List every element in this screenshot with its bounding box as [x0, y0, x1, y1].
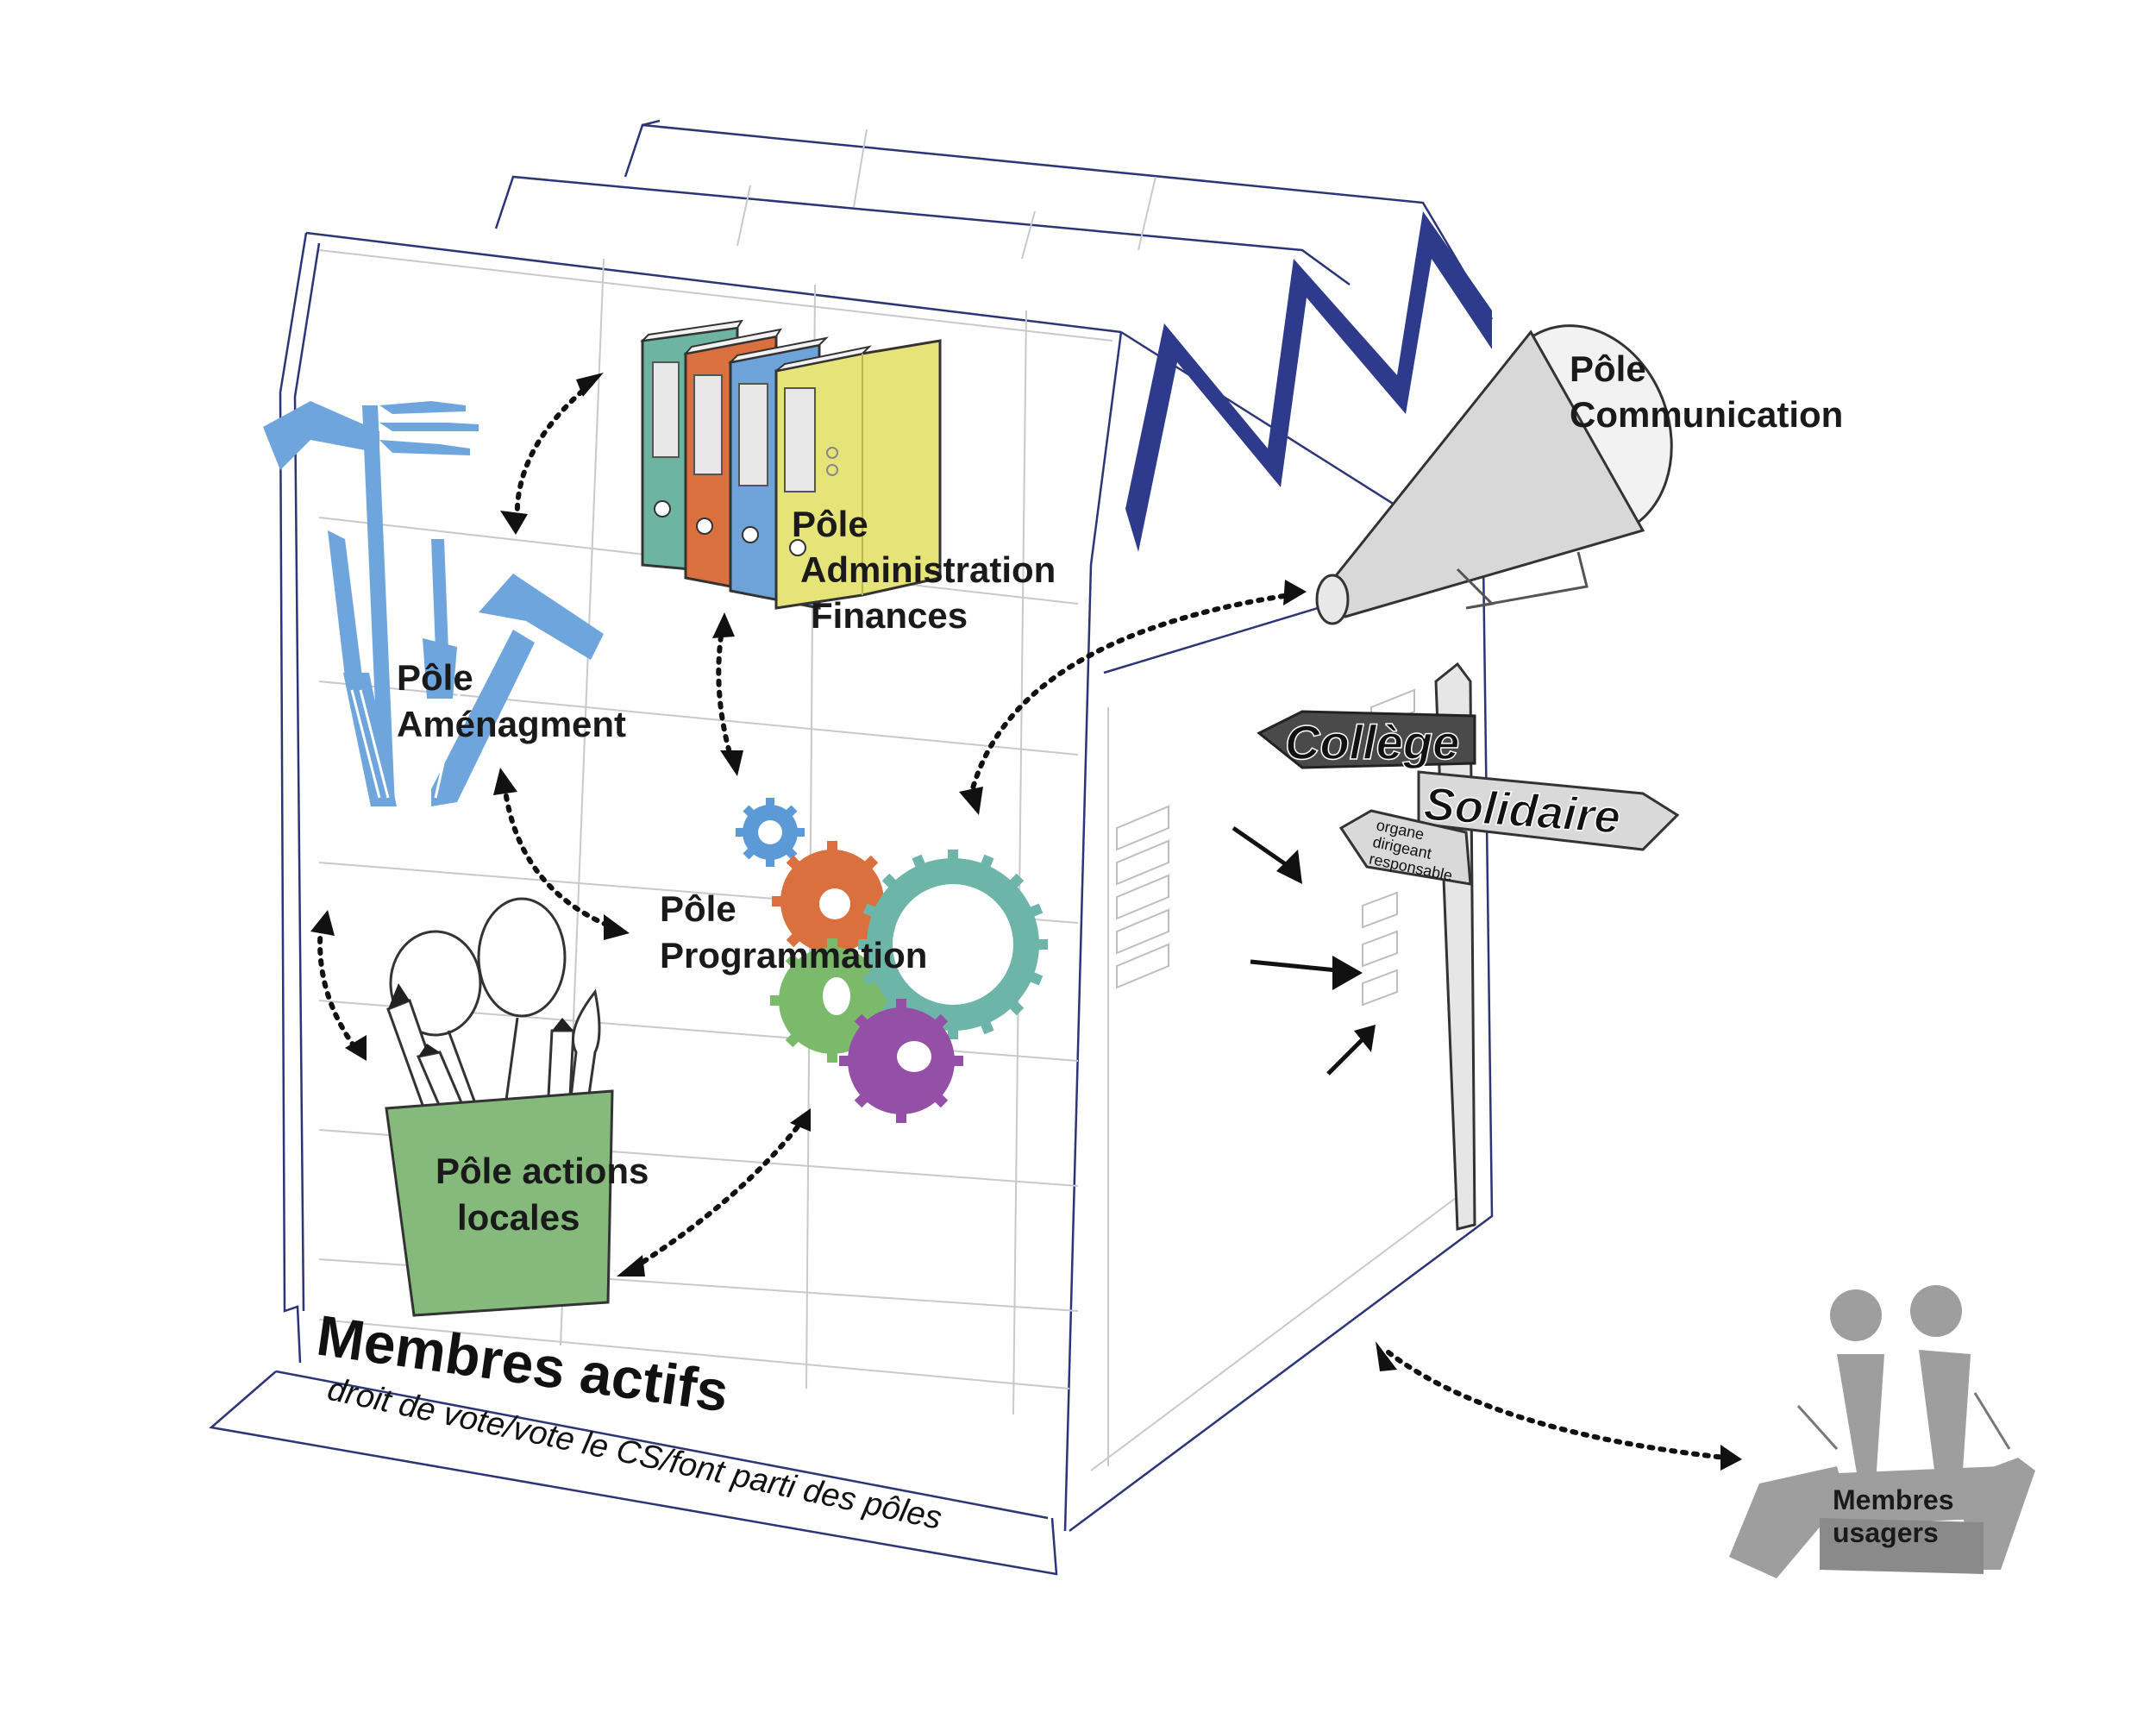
tools-icon-lines	[350, 663, 467, 799]
bottom-tray	[209, 1370, 1058, 1576]
label-communication-line1: Pôle	[1570, 348, 1646, 389]
roof-zigzag	[1125, 211, 1492, 552]
binders-icon	[640, 319, 942, 610]
label-admin-line2: Administration	[800, 549, 1056, 590]
label-admin-line3: Finances	[811, 595, 968, 636]
label-actions-locales-line2: locales	[457, 1197, 580, 1238]
label-amenagement: Pôle Aménagment	[397, 657, 626, 744]
solid-arrows	[1232, 825, 1376, 1076]
label-actions-locales-line1: Pôle actions	[436, 1151, 649, 1191]
label-membres-usagers-line2: usagers	[1833, 1517, 1939, 1548]
label-actions-locales: Pôle actions locales	[436, 1151, 659, 1238]
label-membres-usagers: Membres usagers	[1833, 1484, 1961, 1548]
people-icon	[1729, 1285, 2035, 1578]
label-programmation: Pôle Programmation	[660, 888, 927, 975]
label-communication-line2: Communication	[1570, 394, 1843, 435]
label-amenagement-line2: Aménagment	[397, 704, 626, 744]
megaphone-icon	[1315, 324, 1673, 625]
signpost-icon	[1257, 662, 1680, 1231]
label-programmation-line1: Pôle	[660, 888, 736, 929]
label-admin-line1: Pôle	[792, 504, 868, 544]
label-programmation-line2: Programmation	[660, 935, 927, 975]
label-amenagement-line1: Pôle	[397, 657, 473, 698]
gears-icon	[736, 798, 1048, 1123]
connection-arrows	[310, 373, 1742, 1471]
label-membres-usagers-line1: Membres	[1833, 1484, 1954, 1515]
sign-college: Collège	[1285, 715, 1459, 769]
pencil-pot-icon	[385, 897, 614, 1317]
label-communication: Pôle Communication	[1570, 348, 1843, 435]
label-admin: Pôle Administration Finances	[792, 504, 1066, 636]
